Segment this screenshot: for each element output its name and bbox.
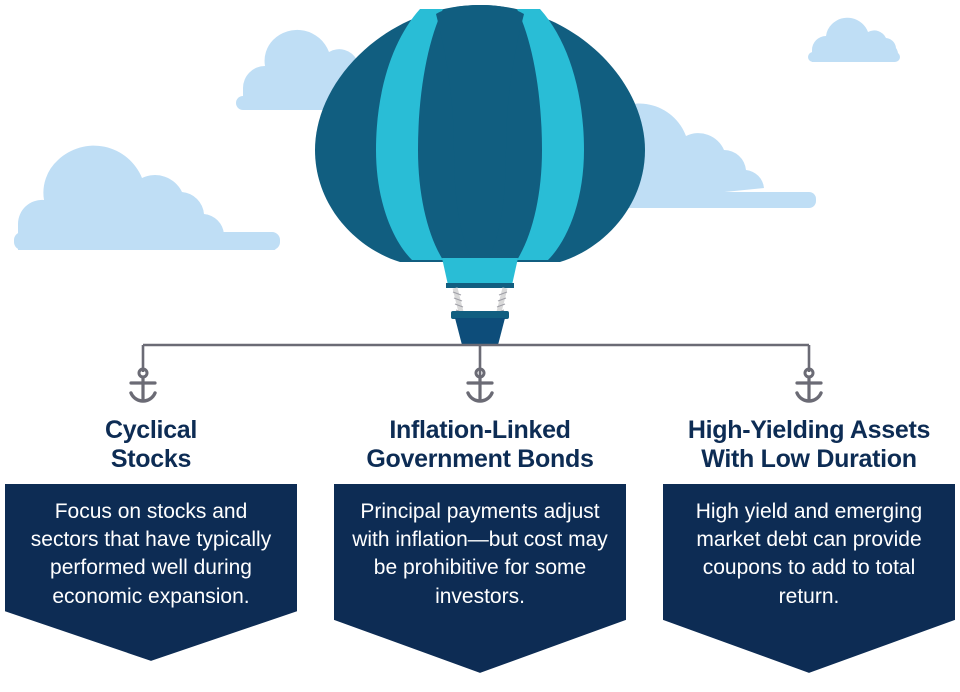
strategy-banner: Principal payments adjust with inflation… (334, 483, 626, 673)
hot-air-balloon-icon (315, 5, 645, 345)
banner-body-text: Principal payments adjust with inflation… (352, 499, 608, 608)
strategy-banner: Focus on stocks and sectors that have ty… (5, 483, 297, 661)
balloon-gore-cyan-left (376, 9, 443, 260)
cloud-icon-top-right (808, 17, 900, 63)
strategy-banner: High yield and emerging market debt can … (663, 483, 955, 673)
strategy-column-inflation-linked-bonds: Inflation-Linked Government Bonds Princi… (334, 408, 626, 692)
anchor-icon-left (129, 367, 157, 403)
strategy-column-cyclical-stocks: Cyclical Stocks Focus on stocks and sect… (5, 408, 297, 692)
cloud-icon-left (14, 145, 280, 250)
anchor-icon-right (795, 367, 823, 403)
balloon-skirt-rim (446, 283, 514, 288)
balloon-gore-center (436, 5, 524, 260)
balloon-skirt (442, 258, 518, 285)
connector-lines-group (129, 343, 823, 403)
basket (455, 318, 505, 345)
column-heading: High-Yielding Assets With Low Duration (687, 416, 931, 473)
balloon-gore-cyan-right (517, 9, 584, 260)
anchor-icon-center (466, 367, 494, 403)
column-heading: Inflation-Linked Government Bonds (366, 416, 594, 473)
banner-body-text: High yield and emerging market debt can … (695, 499, 923, 608)
basket-rim (451, 311, 509, 319)
banner-body-text: Focus on stocks and sectors that have ty… (30, 499, 272, 608)
strategy-column-high-yielding-assets: High-Yielding Assets With Low Duration H… (663, 408, 955, 692)
column-heading: Cyclical Stocks (104, 416, 198, 473)
strategy-columns: Cyclical Stocks Focus on stocks and sect… (0, 408, 960, 692)
